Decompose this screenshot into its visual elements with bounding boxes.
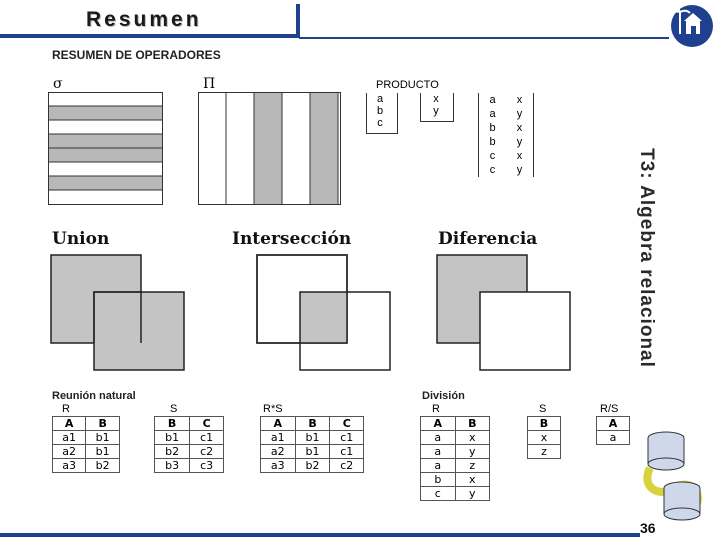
reunion-s-name: S (170, 403, 178, 415)
reunion-rs-name: R*S (263, 403, 283, 415)
reunion-heading: Reunión natural (52, 390, 136, 402)
reunion-r-name: R (62, 403, 70, 415)
database-icon (640, 428, 706, 530)
union-diagram (50, 254, 186, 377)
page-number: 36 (640, 520, 656, 536)
table-row: z (527, 444, 561, 459)
projection-diagram (198, 92, 342, 211)
sigma-symbol: σ (53, 76, 63, 92)
palm-logo (664, 2, 718, 48)
division-rs-table: A a (596, 416, 630, 445)
top-rule (299, 37, 669, 39)
producto-label: PRODUCTO (376, 79, 439, 91)
header-underline (0, 34, 300, 38)
division-heading: División (422, 390, 465, 402)
interseccion-title: Intersección (232, 229, 352, 249)
operators-heading: RESUMEN DE OPERADORES (52, 48, 221, 62)
table-row: x (527, 430, 561, 445)
selection-diagram (48, 92, 164, 211)
division-rs-name: R/S (600, 403, 619, 415)
producto-right-set: x y (433, 93, 439, 117)
diferencia-diagram (436, 254, 572, 377)
producto-left-box (366, 93, 398, 134)
division-r-name: R (432, 403, 440, 415)
header-frame (60, 4, 300, 34)
pi-symbol: Π (203, 76, 216, 92)
bottom-rule (0, 533, 640, 537)
page-title: Resumen (86, 8, 202, 31)
producto-left-set: a b c (376, 93, 384, 129)
union-title: Union (52, 229, 110, 249)
interseccion-diagram (256, 254, 392, 377)
division-s-name: S (539, 403, 547, 415)
side-title: T3: Algebra relacional (636, 148, 657, 368)
diferencia-title: Diferencia (438, 229, 538, 249)
producto-right-box (420, 93, 454, 122)
table-row: a (596, 430, 630, 445)
division-s-table: B x z (527, 416, 561, 459)
